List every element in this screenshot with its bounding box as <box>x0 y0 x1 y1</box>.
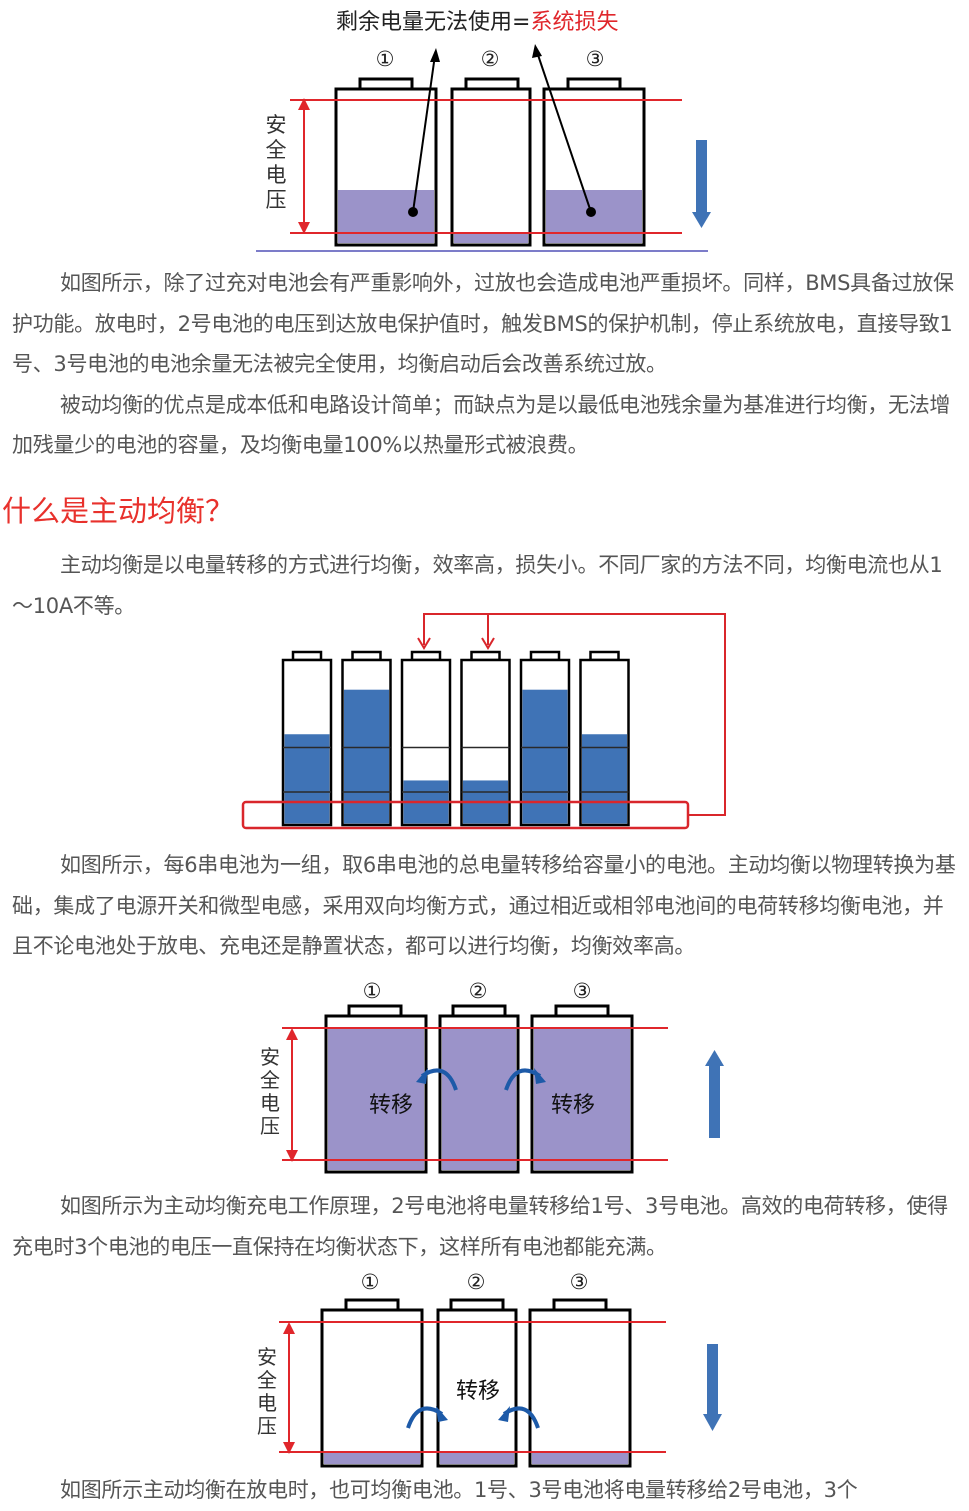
battery-2 <box>438 1004 520 1174</box>
battery-3 <box>542 77 646 247</box>
svg-text:安: 安 <box>266 113 287 137</box>
safe-voltage-label: 安 全 电 压 <box>257 1345 277 1438</box>
safe-voltage-range-arrow <box>283 1322 295 1454</box>
discharge-down-arrow <box>703 1344 722 1431</box>
figure-passive-discharge: 剩余电量无法使用=系统损失 ① ② ③ 安 全 电 压 <box>256 10 711 252</box>
battery-3-label: ③ <box>586 47 605 71</box>
figure-active-six-cells <box>241 613 726 830</box>
svg-text:电: 电 <box>266 163 287 187</box>
cell-2-charge <box>344 689 389 824</box>
cell-5 <box>519 650 571 827</box>
transfer-label-left: 转移 <box>369 1093 413 1118</box>
battery-1-charge <box>338 190 434 243</box>
battery-2-label: ② <box>467 1270 486 1294</box>
discharge-down-arrow <box>692 140 711 228</box>
battery-1-charge <box>328 1028 424 1170</box>
battery-1-label: ① <box>363 979 382 1003</box>
safe-voltage-range-arrow <box>298 98 310 234</box>
battery-2 <box>436 1298 518 1468</box>
battery-1-label: ① <box>361 1270 380 1294</box>
svg-text:全: 全 <box>257 1368 277 1392</box>
battery-2-label: ② <box>469 979 488 1003</box>
transfer-circuit <box>241 613 726 830</box>
curved-transfer-arrow-left <box>406 1406 448 1429</box>
battery-3-label: ③ <box>573 979 592 1003</box>
svg-text:电: 电 <box>257 1391 277 1415</box>
transfer-label: 转移 <box>456 1379 500 1404</box>
figure-active-charging: ① ② ③ 安 全 电 压 转移 转移 <box>260 979 724 1174</box>
curved-transfer-arrow-left <box>416 1068 458 1091</box>
cell-6-charge <box>582 734 627 824</box>
transfer-label-right: 转移 <box>551 1093 595 1118</box>
battery-1-charge <box>324 1452 420 1464</box>
safe-voltage-range-arrow <box>286 1028 298 1162</box>
battery-3-charge <box>532 1452 628 1464</box>
residual-pointer-right <box>532 44 596 217</box>
paragraph-active-intro: 主动均衡是以电量转移的方式进行均衡，效率高，损失小。不同厂家的方法不同，均衡电流… <box>12 553 943 618</box>
battery-2-label: ② <box>481 47 500 71</box>
svg-text:压: 压 <box>266 188 287 212</box>
paragraph-active-discharging: 如图所示主动均衡在放电时，也可均衡电池。1号、3号电池将电量转移给2号电池，3个 <box>60 1478 858 1502</box>
curved-transfer-arrow-right <box>498 1406 540 1429</box>
cell-3 <box>400 650 452 827</box>
battery-3 <box>530 1004 634 1174</box>
cell-1-charge <box>284 734 330 824</box>
battery-3-label: ③ <box>570 1270 589 1294</box>
curved-transfer-arrow-right <box>504 1068 546 1091</box>
cell-1 <box>281 650 333 827</box>
battery-3-charge <box>534 1028 630 1170</box>
svg-text:压: 压 <box>257 1414 277 1438</box>
feedback-line <box>423 613 726 816</box>
battery-1 <box>324 1004 428 1174</box>
residual-pointer-left <box>408 48 440 217</box>
six-cell-group <box>281 650 630 827</box>
cell-5-charge <box>522 689 568 824</box>
cell-6 <box>579 650 630 827</box>
battery-2-charge <box>440 1452 514 1464</box>
safe-voltage-label: 安 全 电 压 <box>260 1045 280 1138</box>
arrow-to-cell-3 <box>417 637 431 650</box>
heading-active-balancing: 什么是主动均衡？ <box>2 494 235 528</box>
arrow-to-cell-4 <box>481 637 495 650</box>
cell-4 <box>460 650 511 827</box>
battery-3 <box>528 1298 632 1468</box>
paragraph-active-principle: 如图所示，每6串电池为一组，取6串电池的总电量转移给容量小的电池。主动均衡以物理… <box>12 853 956 958</box>
safe-voltage-label: 安 全 电 压 <box>266 113 287 212</box>
battery-1 <box>320 1298 424 1468</box>
charge-up-arrow <box>705 1050 724 1138</box>
svg-text:电: 电 <box>260 1091 280 1115</box>
battery-2 <box>450 77 532 247</box>
battery-1 <box>334 77 438 247</box>
paragraph-passive-balancing: 如图所示，除了过充对电池会有严重影响外，过放也会造成电池严重损坏。同样，BMS具… <box>12 271 954 457</box>
battery-1-label: ① <box>376 47 395 71</box>
paragraph-active-charging: 如图所示为主动均衡充电工作原理，2号电池将电量转移给1号、3号电池。高效的电荷转… <box>12 1194 948 1259</box>
figure-active-discharging: ① ② ③ 安 全 电 压 转移 <box>257 1270 722 1468</box>
battery-2-charge <box>454 233 528 243</box>
svg-text:安: 安 <box>257 1345 277 1369</box>
svg-text:全: 全 <box>266 138 287 162</box>
cell-2 <box>341 650 392 827</box>
svg-text:安: 安 <box>260 1045 280 1069</box>
battery-2-charge <box>442 1028 516 1170</box>
svg-text:全: 全 <box>260 1068 280 1092</box>
figure1-title: 剩余电量无法使用=系统损失 <box>336 10 618 35</box>
battery-3-charge <box>546 190 642 243</box>
svg-text:压: 压 <box>260 1114 280 1138</box>
